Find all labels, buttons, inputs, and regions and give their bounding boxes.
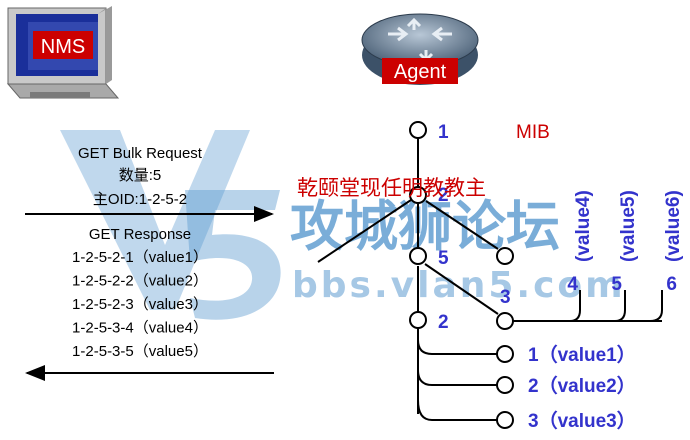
response-list: 1-2-5-2-1（value1） 1-2-5-2-2（value2） 1-2-5-… — [72, 249, 208, 360]
response-item: 1-2-5-3-5（value5） — [72, 343, 208, 360]
watermark-logo-icon — [60, 130, 250, 310]
branch-value-label: (value5) — [618, 190, 639, 262]
branch-value-label: (value4) — [573, 190, 594, 262]
tree-node — [496, 247, 514, 265]
response-title: GET Response — [89, 226, 191, 243]
tree-node — [409, 186, 427, 204]
watermark-cn-title: 攻城狮论坛 — [290, 195, 560, 258]
tree-node — [409, 247, 427, 265]
agent-label: Agent — [394, 61, 447, 83]
mib-tree-nodes — [409, 121, 514, 429]
branch-num-label: 4 — [567, 274, 578, 295]
leaf-label: 3（value3） — [528, 409, 636, 432]
nms-label: NMS — [41, 36, 85, 58]
watermark-overlay-text: 乾颐堂现任明教教主 — [297, 176, 486, 200]
node-3-label: 3 — [500, 287, 511, 308]
agent-router-icon — [361, 13, 479, 85]
response-item: 1-2-5-2-1（value1） — [72, 249, 208, 266]
request-count: 数量:5 — [119, 167, 162, 184]
tree-node — [496, 411, 514, 429]
request-oid: 主OID:1-2-5-2 — [93, 191, 187, 208]
tree-node — [496, 376, 514, 394]
node-2b-label: 2 — [438, 312, 449, 333]
leaf-label: 1（value1） — [528, 343, 636, 366]
watermark: 攻城狮论坛 bbs.vlan5.com — [60, 130, 623, 320]
watermark-logo-5-icon — [185, 190, 281, 320]
tree-node — [409, 121, 427, 139]
response-item: 1-2-5-2-2（value2） — [72, 273, 208, 290]
tree-node — [496, 345, 514, 363]
branch-value-label: (value6) — [663, 190, 684, 262]
branch-num-label: 6 — [666, 274, 677, 295]
nms-computer-icon — [6, 6, 120, 99]
branch-num-label: 5 — [611, 274, 622, 295]
response-item: 1-2-5-2-3（value3） — [72, 296, 208, 313]
node-5-label: 5 — [438, 248, 449, 269]
leaf-label: 2（value2） — [528, 374, 636, 397]
node-2-label: 2 — [438, 185, 449, 206]
mib-tree-lines — [317, 138, 663, 421]
request-title: GET Bulk Request — [78, 145, 203, 162]
response-item: 1-2-5-3-4（value4） — [72, 320, 208, 337]
node-1-label: 1 — [438, 122, 449, 143]
tree-node — [409, 311, 427, 329]
tree-node — [496, 312, 514, 330]
mib-label: MIB — [516, 122, 550, 143]
